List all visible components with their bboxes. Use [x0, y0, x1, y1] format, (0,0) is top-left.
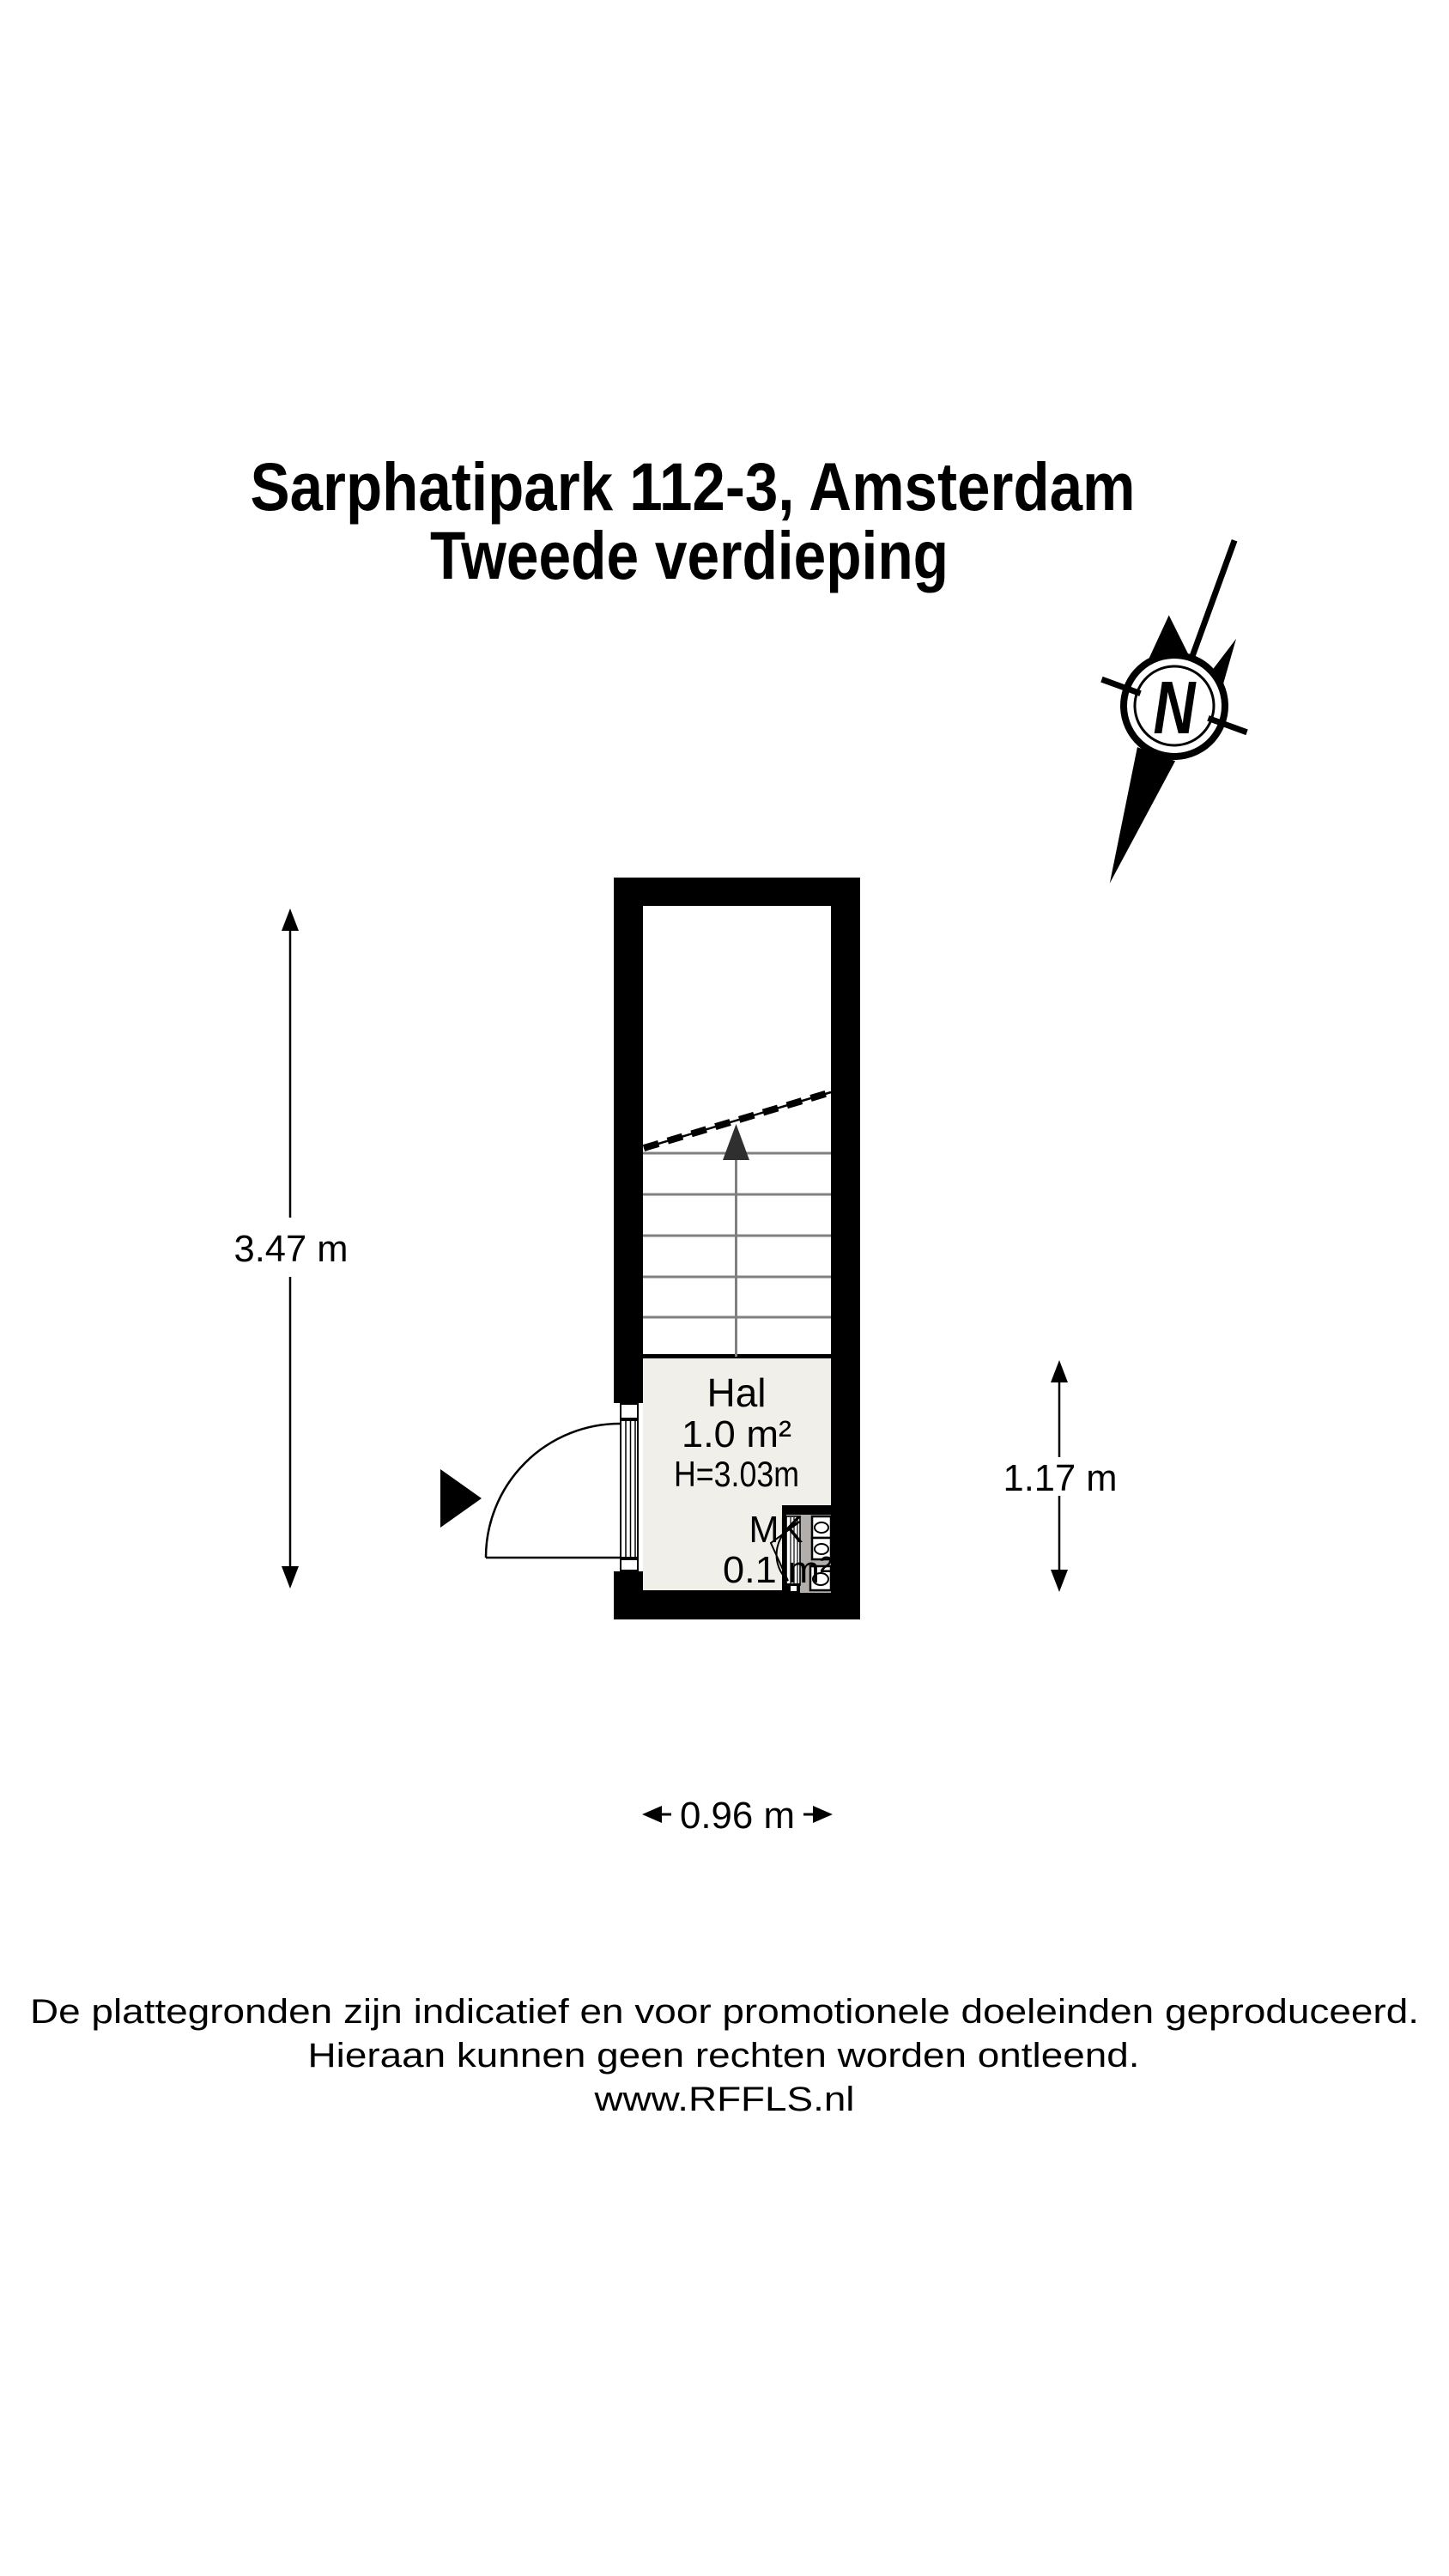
svg-text:Sarphatipark 112-3, Amsterdam: Sarphatipark 112-3, Amsterdam [251, 448, 1136, 525]
svg-text:www.RFFLS.nl: www.RFFLS.nl [593, 2081, 854, 2118]
svg-text:N: N [1154, 666, 1197, 750]
svg-text:MK: MK [749, 1509, 803, 1551]
svg-text:Hieraan kunnen geen rechten wo: Hieraan kunnen geen rechten worden ontle… [308, 2037, 1140, 2075]
svg-text:0.1 m²: 0.1 m² [723, 1549, 833, 1591]
svg-text:De plattegronden zijn indicati: De plattegronden zijn indicatief en voor… [30, 1993, 1419, 2031]
svg-text:H=3.03m: H=3.03m [674, 1454, 799, 1494]
svg-text:1.0 m²: 1.0 m² [682, 1413, 791, 1455]
svg-text:Tweede verdieping: Tweede verdieping [430, 517, 949, 593]
svg-text:Hal: Hal [706, 1370, 766, 1415]
svg-text:3.47 m: 3.47 m [234, 1228, 349, 1270]
svg-text:0.96 m: 0.96 m [680, 1795, 795, 1837]
svg-text:1.17 m: 1.17 m [1003, 1457, 1118, 1499]
